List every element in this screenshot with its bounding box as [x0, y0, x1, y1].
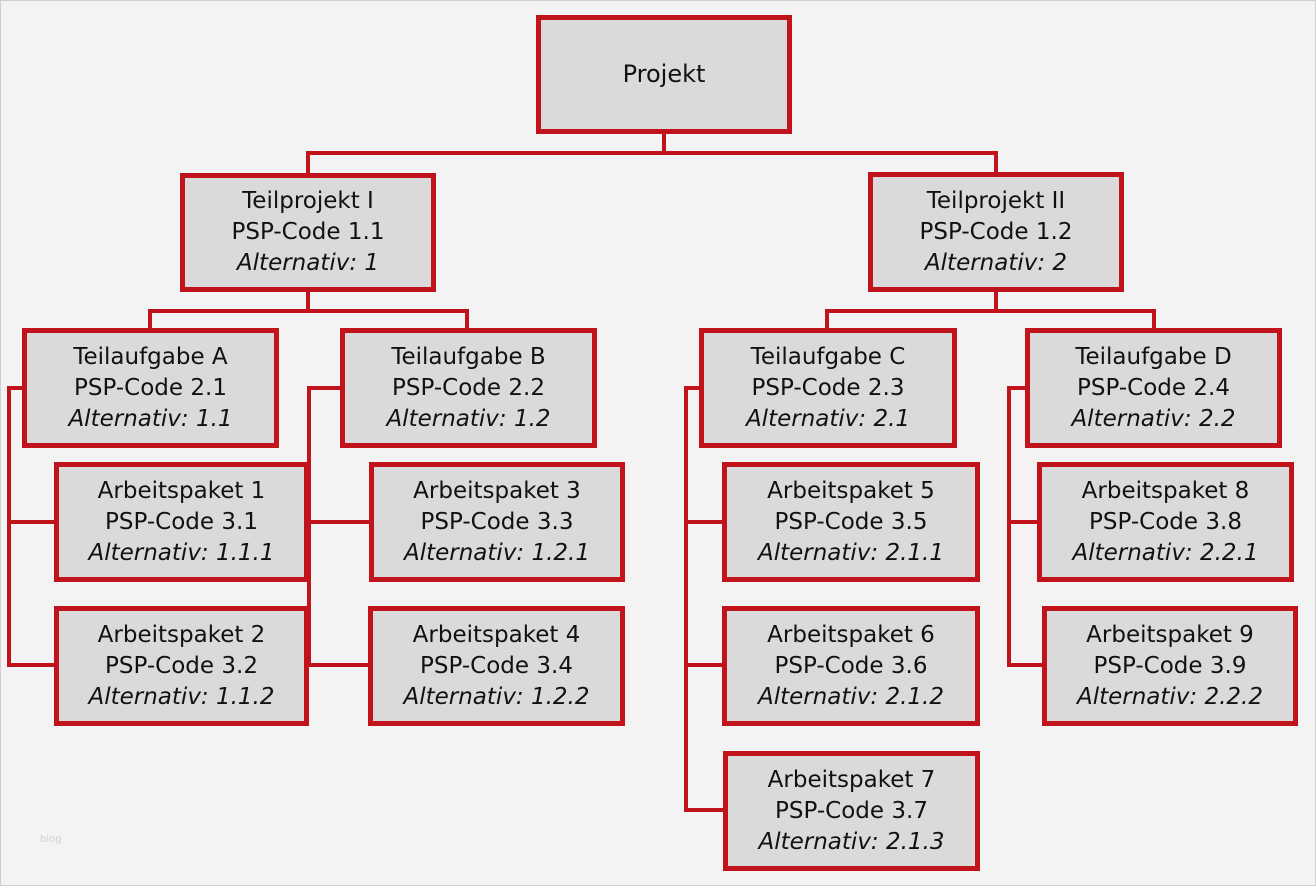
node-code: PSP-Code 2.4 [1077, 374, 1230, 401]
node-code: PSP-Code 3.9 [1093, 652, 1247, 679]
watermark: blog [40, 834, 62, 845]
connector-a-ap [7, 386, 59, 667]
connector-b-ap [307, 386, 373, 667]
node-code: PSP-Code 3.4 [420, 652, 573, 679]
node-teilaufgabe-c: Teilaufgabe C PSP-Code 2.3 Alternativ: 2… [699, 328, 957, 448]
node-teilaufgabe-a: Teilaufgabe A PSP-Code 2.1 Alternativ: 1… [22, 328, 279, 448]
node-teilprojekt-2: Teilprojekt II PSP-Code 1.2 Alternativ: … [868, 172, 1124, 292]
node-title: Arbeitspaket 1 [97, 477, 266, 504]
node-title: Arbeitspaket 9 [1086, 621, 1254, 648]
node-alternativ: Alternativ: 1.2.1 [403, 539, 591, 566]
node-code: PSP-Code 2.1 [74, 374, 227, 401]
node-code: PSP-Code 2.2 [392, 374, 545, 401]
node-alternativ: Alternativ: 1.2 [386, 405, 551, 432]
node-arbeitspaket-5: Arbeitspaket 5 PSP-Code 3.5 Alternativ: … [722, 462, 980, 582]
node-alternativ: Alternativ: 1.1 [68, 405, 233, 432]
node-arbeitspaket-7: Arbeitspaket 7 PSP-Code 3.7 Alternativ: … [723, 751, 980, 871]
node-alternativ: Alternativ: 2.2.2 [1076, 683, 1264, 710]
node-title: Teilprojekt I [242, 188, 374, 214]
node-teilaufgabe-d: Teilaufgabe D PSP-Code 2.4 Alternativ: 2… [1025, 328, 1282, 448]
node-teilprojekt-1: Teilprojekt I PSP-Code 1.1 Alternativ: 1 [180, 173, 436, 292]
node-arbeitspaket-9: Arbeitspaket 9 PSP-Code 3.9 Alternativ: … [1042, 606, 1298, 726]
node-title: Teilaufgabe D [1075, 343, 1232, 370]
node-alternativ: Alternativ: 1.2.2 [403, 683, 590, 710]
node-title: Teilaufgabe C [750, 343, 906, 370]
node-alternativ: Alternativ: 1 [236, 250, 380, 276]
node-title: Teilaufgabe A [73, 343, 228, 370]
node-code: PSP-Code 3.6 [774, 652, 928, 679]
connector-c-ap [684, 386, 727, 812]
node-alternativ: Alternativ: 2.1.2 [757, 683, 945, 710]
node-alternativ: Alternativ: 2.1.1 [757, 539, 945, 566]
node-code: PSP-Code 2.3 [751, 374, 905, 401]
node-teilaufgabe-b: Teilaufgabe B PSP-Code 2.2 Alternativ: 1… [340, 328, 597, 448]
node-alternativ: Alternativ: 1.1.2 [88, 683, 275, 710]
node-title: Arbeitspaket 8 [1081, 477, 1250, 504]
node-code: PSP-Code 3.2 [105, 652, 258, 679]
node-title: Arbeitspaket 4 [412, 621, 581, 648]
node-title: Arbeitspaket 3 [413, 477, 581, 504]
node-code: PSP-Code 3.3 [420, 508, 574, 535]
node-arbeitspaket-3: Arbeitspaket 3 PSP-Code 3.3 Alternativ: … [369, 462, 625, 582]
node-code: PSP-Code 1.1 [231, 219, 385, 245]
node-title: Arbeitspaket 2 [97, 621, 266, 648]
node-code: PSP-Code 1.2 [919, 218, 1073, 245]
node-code: PSP-Code 3.7 [775, 797, 928, 824]
node-code: PSP-Code 3.5 [774, 508, 928, 535]
node-title: Projekt [622, 60, 706, 88]
node-projekt: Projekt [536, 15, 792, 134]
node-arbeitspaket-2: Arbeitspaket 2 PSP-Code 3.2 Alternativ: … [54, 606, 309, 726]
node-arbeitspaket-1: Arbeitspaket 1 PSP-Code 3.1 Alternativ: … [54, 462, 309, 582]
node-code: PSP-Code 3.8 [1089, 508, 1242, 535]
node-arbeitspaket-8: Arbeitspaket 8 PSP-Code 3.8 Alternativ: … [1037, 462, 1294, 582]
node-alternativ: Alternativ: 2.2.1 [1072, 539, 1259, 566]
node-code: PSP-Code 3.1 [105, 508, 258, 535]
node-title: Arbeitspaket 5 [767, 477, 935, 504]
node-title: Teilprojekt II [926, 187, 1066, 214]
node-title: Arbeitspaket 7 [767, 766, 936, 793]
node-title: Teilaufgabe B [391, 343, 546, 370]
node-alternativ: Alternativ: 1.1.1 [88, 539, 275, 566]
node-arbeitspaket-4: Arbeitspaket 4 PSP-Code 3.4 Alternativ: … [368, 606, 625, 726]
node-alternativ: Alternativ: 2.1 [745, 405, 911, 432]
connector-d-ap [1007, 386, 1047, 667]
node-alternativ: Alternativ: 2.2 [1071, 405, 1236, 432]
node-alternativ: Alternativ: 2.1.3 [758, 828, 945, 855]
node-arbeitspaket-6: Arbeitspaket 6 PSP-Code 3.6 Alternativ: … [722, 606, 980, 726]
node-title: Arbeitspaket 6 [767, 621, 935, 648]
node-alternativ: Alternativ: 2 [924, 249, 1068, 276]
